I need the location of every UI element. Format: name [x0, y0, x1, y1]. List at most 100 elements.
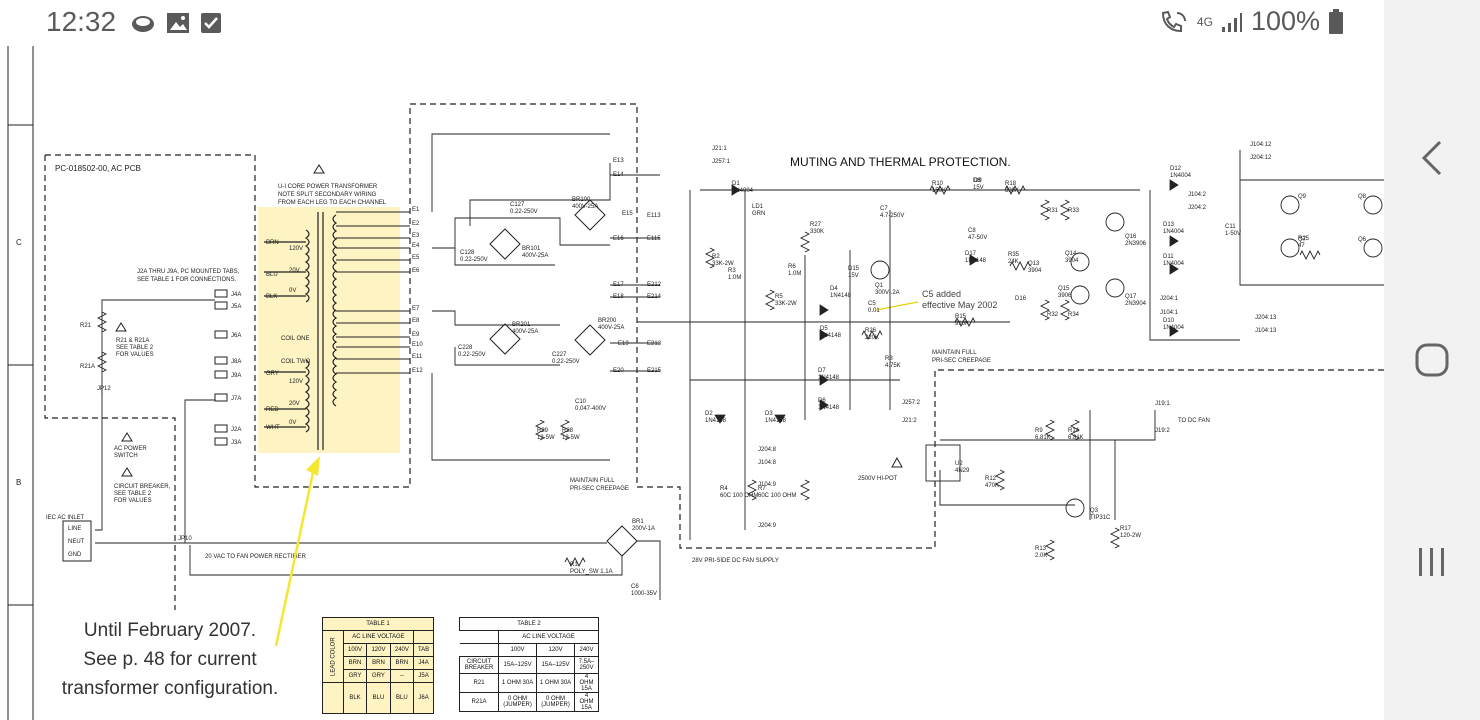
winding-label: 0V — [289, 420, 296, 426]
component-ref: R27 — [810, 222, 822, 228]
component-value: 470K — [985, 483, 999, 489]
component-value: 0.22-250V — [552, 359, 580, 365]
battery-icon — [1329, 8, 1343, 34]
winding-label: 0V — [289, 288, 296, 294]
terminal-label: E11 — [412, 354, 423, 360]
r21-note-3: FOR VALUES — [116, 352, 154, 358]
component-value: 1N4004 — [1163, 261, 1185, 267]
winding-label: GRY — [266, 371, 279, 377]
transformer-note-3: FROM EACH LEG TO EACH CHANNEL — [278, 200, 387, 206]
connector-label: J204:1 — [1160, 296, 1179, 302]
component-value: 0.047-400V — [575, 406, 606, 412]
ref-label: R31 — [1047, 208, 1059, 214]
r21-note-1: R21 & R21A — [116, 338, 149, 344]
connector-label: J204:13 — [1255, 315, 1277, 321]
iec-inlet-label: IEC AC INLET — [46, 515, 85, 521]
component-value: 1N4004 — [732, 188, 754, 194]
home-button[interactable] — [1384, 320, 1480, 400]
table2-row-name: R21 — [458, 673, 500, 693]
table2-header: AC LINE VOLTAGE — [498, 630, 599, 644]
component-ref: D15 — [848, 266, 860, 272]
connector-label: J104:2 — [1188, 192, 1207, 198]
terminal-label: E113 — [647, 213, 661, 219]
tab-connector — [214, 356, 228, 365]
table1-col: TAB — [413, 643, 434, 657]
component-ref: D13 — [1163, 222, 1175, 228]
component-ref: C7 — [880, 206, 888, 212]
battery-percent: 100% — [1250, 6, 1320, 36]
table2-col: 120V — [536, 643, 576, 657]
ref-label: R32 — [1047, 312, 1059, 318]
table2-cell: 4 OHM 15A — [574, 692, 599, 712]
connector-label: J104:1 — [1160, 310, 1179, 316]
component-ref: BR200 — [598, 318, 617, 324]
r21-note-2: SEE TABLE 2 — [116, 345, 154, 351]
component-value: 15V — [973, 185, 984, 191]
back-button[interactable] — [1384, 118, 1480, 198]
component-value: 33K-2W — [775, 301, 797, 307]
component-ref: LD1 — [752, 204, 764, 210]
breaker-note-2: SEE TABLE 2 — [114, 491, 152, 497]
dc-fan-supply-label: 28V PRI-SIDE DC FAN SUPPLY — [692, 558, 779, 564]
component-ref: D17 — [965, 251, 977, 257]
inlet-gnd: GND — [68, 552, 82, 558]
component-ref: Q14 — [1065, 251, 1077, 257]
component-ref: R9 — [1035, 428, 1043, 434]
component-ref: D8 — [973, 178, 981, 184]
component-value: 24K — [1008, 259, 1019, 265]
component-ref: R25 — [1298, 236, 1310, 242]
component-ref: R7 — [758, 486, 766, 492]
ref-label: R33 — [1068, 208, 1080, 214]
terminal-label: E6 — [412, 268, 420, 274]
network-type: 4G — [1196, 14, 1213, 29]
tab-connector — [214, 330, 228, 339]
c5-annotation-2: effective May 2002 — [922, 300, 997, 310]
tab-label: J4A — [231, 292, 241, 298]
connector-label: J19:1 — [1155, 401, 1170, 407]
ref-label: R34 — [1068, 312, 1080, 318]
table2-cell: 4 OHM 15A — [574, 673, 599, 693]
component-value: 400V-25A — [512, 329, 538, 335]
table2-title: TABLE 2 — [459, 617, 599, 631]
table2-cell: 0 OHM (JUMPER) — [498, 692, 538, 712]
terminal-label: E9 — [412, 332, 420, 338]
ref-label: JP10 — [178, 536, 192, 542]
table1-cell: BRN — [366, 656, 391, 670]
ref-label: Q6 — [1358, 237, 1367, 243]
cloud-icon — [132, 16, 154, 32]
connector-label: J257:2 — [902, 400, 921, 406]
component-ref: R28 — [562, 428, 574, 434]
connector-label: J204:8 — [758, 447, 777, 453]
component-value: 6.81K — [1068, 435, 1084, 441]
tab-label: J7A — [231, 396, 241, 402]
component-value: 330K — [810, 229, 824, 235]
table1-title: TABLE 1 — [322, 617, 434, 631]
component-value: 47 — [1298, 243, 1305, 249]
ac-switch-1: AC POWER — [114, 446, 147, 452]
component-ref: R3 — [728, 268, 736, 274]
status-time: 12:32 — [46, 6, 117, 37]
component-value: 220K — [865, 335, 879, 341]
terminal-label: E213 — [647, 341, 662, 347]
component-value: 1N4148 — [818, 405, 840, 411]
component-ref: C6 — [631, 584, 639, 590]
component-value: 0.22-250V — [510, 209, 538, 215]
component-value: 200V-1A — [632, 526, 655, 532]
table2-cell: 0 OHM (JUMPER) — [536, 692, 576, 712]
component-value: 4.75K — [885, 363, 901, 369]
recents-icon — [1419, 548, 1444, 576]
table1-cell: J6A — [413, 682, 434, 714]
table1-header: AC LINE VOLTAGE — [342, 630, 415, 644]
component-ref: R8 — [885, 356, 893, 362]
c5-annotation-1: C5 added — [922, 289, 961, 299]
table2-cell: 1 OHM 30A — [498, 673, 538, 693]
recents-button[interactable] — [1384, 522, 1480, 602]
table2-col: 100V — [498, 643, 538, 657]
tab-connector — [214, 370, 228, 379]
fan-rectifier-label: 20 VAC TO FAN POWER RECTIFIER — [205, 554, 307, 560]
terminal-label: E8 — [412, 318, 420, 324]
ref-label: Q7 — [1298, 237, 1307, 243]
ref-r21: R21 — [80, 323, 92, 329]
transformer-core — [264, 212, 338, 450]
